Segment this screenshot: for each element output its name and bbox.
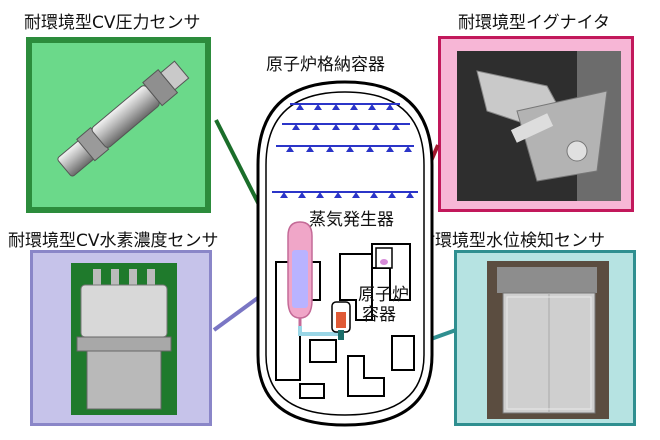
containment-label: 原子炉格納容器: [266, 55, 385, 75]
hydrogen-sensor-photo: [71, 263, 177, 415]
igniter-label: 耐環境型イグナイタ: [458, 13, 610, 33]
igniter-illustration: [457, 51, 621, 201]
water-level-sensor-photo: [487, 261, 609, 419]
pressure-sensor-illustration: [57, 60, 190, 177]
water-level-sensor-illustration: [487, 261, 609, 419]
steam-generator: [287, 221, 313, 326]
pressure-sensor-photo: [32, 43, 205, 207]
water-level-sensor-frame: [454, 250, 636, 426]
steam-generator-label: 蒸気発生器: [309, 210, 394, 230]
pressure-sensor-frame: [26, 37, 211, 213]
igniter-frame: [438, 36, 634, 212]
water-level-sensor-label: 耐環境型水位検知センサ: [418, 231, 605, 251]
hydrogen-sensor-label: 耐環境型CV水素濃度センサ: [8, 231, 219, 251]
pressure-sensor-label: 耐環境型CV圧力センサ: [24, 13, 201, 33]
hydrogen-sensor-frame: [30, 250, 212, 426]
igniter-photo: [457, 51, 621, 201]
hydrogen-sensor-illustration: [71, 263, 177, 415]
reactor-vessel-label-line2: 容器: [362, 305, 396, 325]
reactor-vessel: [331, 301, 351, 340]
spray-headers: [272, 103, 418, 193]
reactor-vessel-label-line1: 原子炉: [358, 285, 409, 305]
igniter-box: [375, 247, 393, 269]
